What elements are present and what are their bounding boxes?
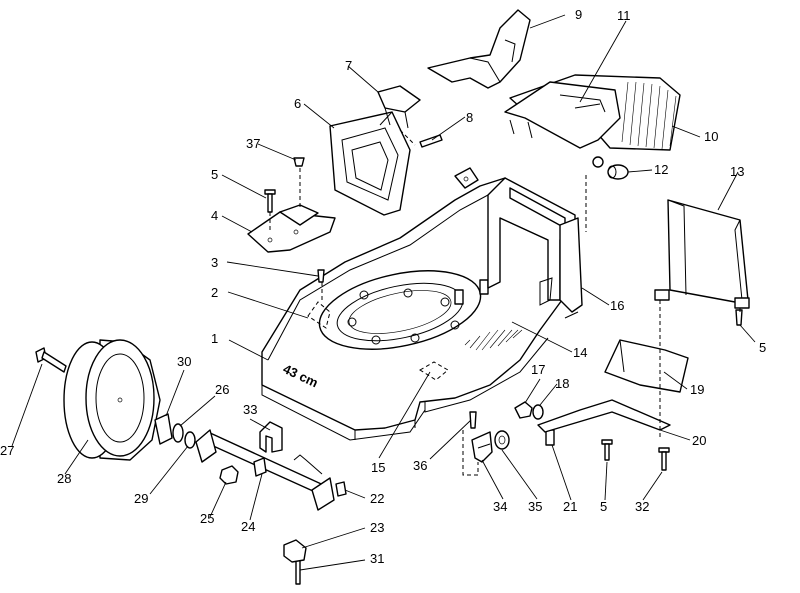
callout-1: 1 xyxy=(211,331,218,346)
callout-19: 19 xyxy=(690,382,704,397)
callout-15: 15 xyxy=(371,460,385,475)
rear-guard xyxy=(654,199,750,309)
discharge-chute xyxy=(329,111,411,216)
callout-34: 34 xyxy=(493,499,507,514)
callout-labels: 1 2 3 4 5 5 5 6 7 8 9 10 11 12 13 14 15 … xyxy=(0,7,766,566)
callout-32: 32 xyxy=(635,499,649,514)
callout-12: 12 xyxy=(654,162,668,177)
callout-25: 25 xyxy=(200,511,214,526)
grass-catcher xyxy=(504,74,681,168)
mounting-plate xyxy=(247,204,336,253)
callout-35: 35 xyxy=(528,499,542,514)
wheel xyxy=(63,339,161,461)
callout-17: 17 xyxy=(531,362,545,377)
lock-nut xyxy=(219,465,239,485)
chute-flap xyxy=(377,85,421,129)
wheel-bush xyxy=(154,413,196,449)
callout-16: 16 xyxy=(610,298,624,313)
callout-8: 8 xyxy=(466,110,473,125)
alignment-lines xyxy=(269,129,741,440)
axle-clip xyxy=(259,421,283,453)
callout-13: 13 xyxy=(730,164,744,179)
callout-2: 2 xyxy=(211,285,218,300)
callout-5c: 5 xyxy=(600,499,607,514)
fasteners xyxy=(264,157,743,585)
callout-37: 37 xyxy=(246,136,260,151)
callout-27: 27 xyxy=(0,443,14,458)
callout-7: 7 xyxy=(345,58,352,73)
side-flap xyxy=(604,339,689,393)
callout-21: 21 xyxy=(563,499,577,514)
callout-3: 3 xyxy=(211,255,218,270)
callout-11: 11 xyxy=(617,8,631,23)
callout-10: 10 xyxy=(704,129,718,144)
callout-36: 36 xyxy=(413,458,427,473)
axle-bolt xyxy=(35,347,67,373)
callout-23: 23 xyxy=(370,520,384,535)
callout-33: 33 xyxy=(243,402,257,417)
callout-29: 29 xyxy=(134,491,148,506)
leader-lines xyxy=(11,14,756,571)
rear-axle xyxy=(195,429,335,511)
callout-5a: 5 xyxy=(211,167,218,182)
spring-clip xyxy=(293,454,347,497)
callout-20: 20 xyxy=(692,433,706,448)
callout-5b: 5 xyxy=(759,340,766,355)
callout-30: 30 xyxy=(177,354,191,369)
support-arm xyxy=(537,399,671,433)
callout-26: 26 xyxy=(215,382,229,397)
rear-frame xyxy=(487,177,583,319)
pivot-pin xyxy=(419,134,443,148)
nut-washer-set xyxy=(514,401,544,420)
callout-31: 31 xyxy=(370,551,384,566)
top-bracket xyxy=(427,9,531,89)
callout-24: 24 xyxy=(241,519,255,534)
callout-28: 28 xyxy=(57,471,71,486)
callout-9: 9 xyxy=(575,7,582,22)
callout-6: 6 xyxy=(294,96,301,111)
height-adjuster xyxy=(462,411,510,476)
handle-knob xyxy=(607,164,629,180)
callout-14: 14 xyxy=(573,345,587,360)
callout-22: 22 xyxy=(370,491,384,506)
callout-18: 18 xyxy=(555,376,569,391)
callout-4: 4 xyxy=(211,208,218,223)
small-bracket xyxy=(283,539,307,563)
